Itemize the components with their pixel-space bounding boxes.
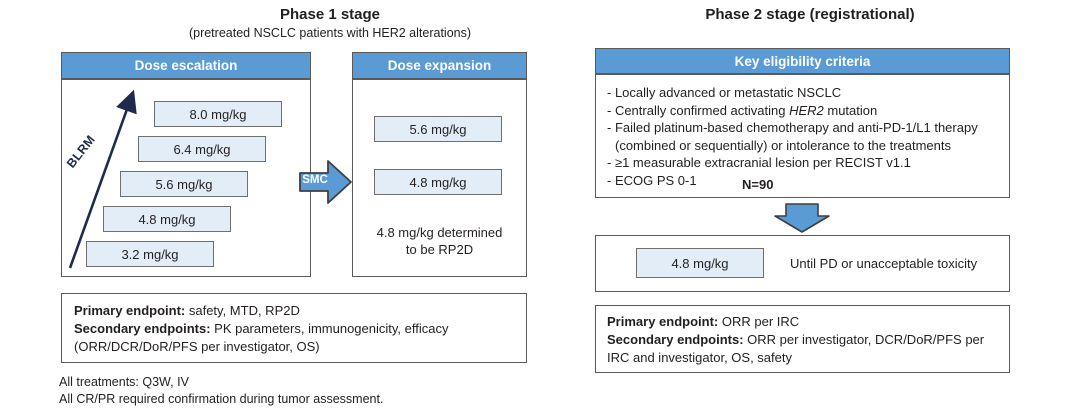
footnote-line2: All CR/PR required confirmation during t… xyxy=(59,392,384,406)
dose-expansion-header-bar: Dose expansion xyxy=(352,52,527,79)
dose-escalation-header-bar: Dose escalation xyxy=(61,52,311,79)
phase2-secondary-endpoint-label: Secondary endpoints: xyxy=(607,332,744,347)
phase2-primary-endpoint-label: Primary endpoint: xyxy=(607,314,719,329)
eligibility-header-bar: Key eligibility criteria xyxy=(595,48,1010,74)
phase1-endpoints-text: Primary endpoint: safety, MTD, RP2D Seco… xyxy=(74,302,520,356)
phase1-secondary-endpoint-label: Secondary endpoints: xyxy=(74,321,211,336)
phase2-treatment-duration: Until PD or unacceptable toxicity xyxy=(790,256,978,271)
criteria-item-5: - ECOG PS 0-1 xyxy=(607,172,697,188)
phase1-primary-endpoint-label: Primary endpoint: xyxy=(74,303,186,318)
criteria-item-4: - ≥1 measurable extracranial lesion per … xyxy=(607,155,911,171)
eligibility-criteria-list: - Locally advanced or metastatic NSCLC -… xyxy=(607,84,1007,190)
phase2-secondary-endpoint-line2: IRC and investigator, OS, safety xyxy=(607,350,792,365)
escalation-dose-chip: 6.4 mg/kg xyxy=(138,136,266,162)
eligibility-header-label: Key eligibility criteria xyxy=(734,53,871,69)
criteria-item-2: - Centrally confirmed activating HER2 mu… xyxy=(607,102,1007,120)
phase1-title: Phase 1 stage xyxy=(279,6,381,23)
phase2-primary-endpoint-text: ORR per IRC xyxy=(718,314,800,329)
phase2-treatment-dose-chip: 4.8 mg/kg xyxy=(636,248,764,278)
criteria-item-3-continued: (combined or sequentially) or intoleranc… xyxy=(615,137,952,153)
rp2d-note: 4.8 mg/kg determined to be RP2D xyxy=(357,224,522,258)
phase1-subtitle: (pretreated NSCLC patients with HER2 alt… xyxy=(188,26,472,40)
smc-arrow: SMC xyxy=(298,158,354,206)
expansion-dose-chip: 4.8 mg/kg xyxy=(374,169,502,195)
phase1-primary-endpoint-text: safety, MTD, RP2D xyxy=(185,303,300,318)
down-arrow xyxy=(772,202,832,234)
phase1-secondary-endpoint-line2: (ORR/DCR/DoR/PFS per investigator, OS) xyxy=(74,339,320,354)
phase2-endpoints-text: Primary endpoint: ORR per IRC Secondary … xyxy=(607,313,1003,367)
criteria-item-3: - Failed platinum-based chemotherapy and… xyxy=(607,120,978,136)
phase2-title: Phase 2 stage (registrational) xyxy=(705,6,915,23)
criteria-item-2-prefix: - Centrally confirmed activating xyxy=(607,102,790,118)
rp2d-note-line1: 4.8 mg/kg determined xyxy=(376,225,503,240)
escalation-dose-chip: 5.6 mg/kg xyxy=(120,171,248,197)
footnotes: All treatments: Q3W, IV All CR/PR requir… xyxy=(59,374,559,408)
escalation-dose-chip: 3.2 mg/kg xyxy=(86,241,214,267)
escalation-dose-chip: 8.0 mg/kg xyxy=(154,101,282,127)
phase1-secondary-endpoint-text: PK parameters, immunogenicity, efficacy xyxy=(210,321,449,336)
phase2-secondary-endpoint-text: ORR per investigator, DCR/DoR/PFS per xyxy=(743,332,985,347)
criteria-item-2-suffix: mutation xyxy=(823,102,878,118)
expansion-dose-chip: 5.6 mg/kg xyxy=(374,116,502,142)
dose-escalation-header-label: Dose escalation xyxy=(134,58,238,73)
dose-expansion-header-label: Dose expansion xyxy=(387,58,492,73)
enrollment-count-label: N=90 xyxy=(742,177,774,192)
escalation-dose-chip: 4.8 mg/kg xyxy=(103,206,231,232)
eligibility-panel xyxy=(595,74,1010,198)
criteria-item-1: - Locally advanced or metastatic NSCLC xyxy=(607,85,842,100)
phase1-endpoints-panel xyxy=(61,293,527,363)
rp2d-note-line2: to be RP2D xyxy=(405,242,474,257)
phase2-endpoints-panel xyxy=(595,305,1010,373)
smc-arrow-label: SMC xyxy=(302,174,328,186)
criteria-item-2-gene: HER2 xyxy=(789,102,824,118)
footnote-line1: All treatments: Q3W, IV xyxy=(59,375,189,389)
